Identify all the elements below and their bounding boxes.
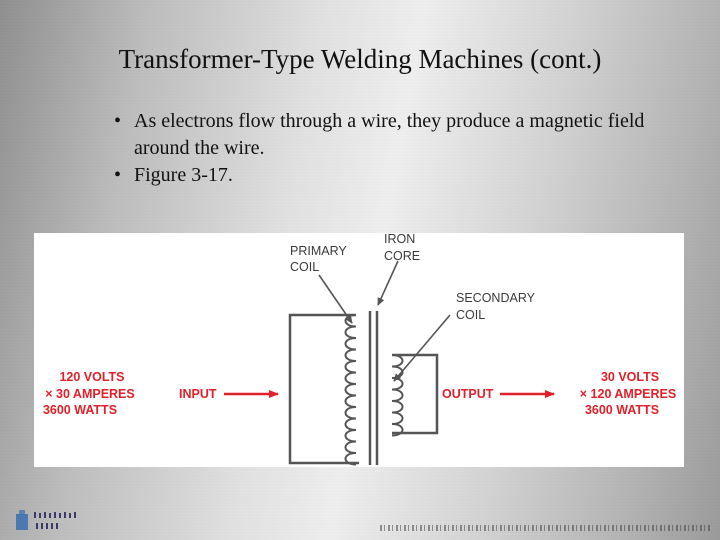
input-volts: 120 VOLTS — [59, 370, 124, 384]
primary-coil-label-line2: COIL — [290, 260, 319, 274]
slide-title: Transformer-Type Welding Machines (cont.… — [118, 44, 602, 74]
bullet-dot: • — [114, 110, 122, 132]
primary-coil-label-line1: PRIMARY — [290, 244, 347, 258]
output-label: OUTPUT — [442, 387, 494, 401]
transformer-diagram-svg: PRIMARY COIL IRON CORE SECONDARY COIL 12… — [43, 233, 676, 466]
iron-core-label-line2: CORE — [384, 249, 420, 263]
publisher-logo-svg — [16, 510, 76, 530]
secondary-wire — [392, 353, 439, 435]
transformer-diagram: PRIMARY COIL IRON CORE SECONDARY COIL 12… — [34, 233, 684, 467]
footer-copyright-strip — [380, 525, 710, 531]
output-volts: 30 VOLTS — [601, 370, 659, 384]
iron-core-label-line1: IRON — [384, 233, 415, 246]
secondary-coil-pointer — [393, 314, 451, 382]
publisher-logo-icon — [14, 508, 84, 539]
bullet-item: • Figure 3-17. — [112, 162, 672, 189]
output-watts: 3600 WATTS — [585, 403, 659, 417]
primary-wire — [288, 313, 359, 465]
secondary-coil-label-line1: SECONDARY — [456, 291, 536, 305]
input-label: INPUT — [179, 387, 217, 401]
bullet-text: Figure 3-17. — [134, 164, 233, 186]
input-watts: 3600 WATTS — [43, 403, 117, 417]
bullet-text: As electrons flow through a wire, they p… — [134, 110, 645, 159]
primary-coil — [344, 314, 357, 466]
primary-coil-pointer — [318, 274, 353, 324]
iron-core-pointer — [377, 260, 399, 306]
secondary-coil-label-line2: COIL — [456, 308, 485, 322]
bullet-dot: • — [114, 164, 122, 186]
bullet-item: • As electrons flow through a wire, they… — [112, 108, 672, 162]
secondary-coil — [391, 354, 404, 437]
output-amperes: × 120 AMPERES — [580, 387, 676, 401]
input-amperes: × 30 AMPERES — [45, 387, 135, 401]
bullet-list: • As electrons flow through a wire, they… — [112, 108, 672, 189]
